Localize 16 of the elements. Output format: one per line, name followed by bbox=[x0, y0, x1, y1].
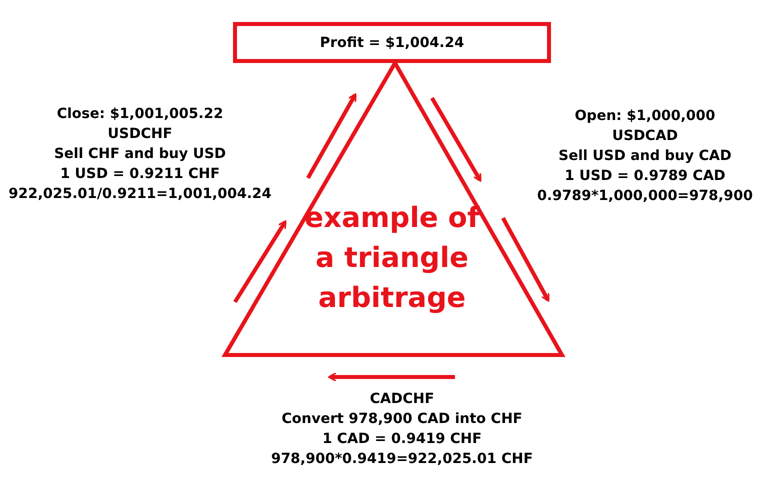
rate-note: 978,900*0.9419=922,025.01 CHF bbox=[271, 450, 533, 469]
rate-note: Sell USD and buy CAD bbox=[558, 147, 732, 166]
rate-note: 0.9789*1,000,000=978,900 bbox=[537, 187, 753, 206]
rate-note: USDCHF bbox=[108, 125, 172, 144]
rate-note: Open: $1,000,000 bbox=[574, 107, 716, 126]
rate-note: Sell CHF and buy USD bbox=[54, 145, 226, 164]
rate-note: 1 CAD = 0.9419 CHF bbox=[322, 430, 482, 449]
result-box: Profit = $1,004.24 bbox=[233, 22, 551, 63]
rate-note: CADCHF bbox=[370, 390, 434, 409]
rate-note: 1 USD = 0.9211 CHF bbox=[60, 165, 220, 184]
rate-note: USDCAD bbox=[612, 127, 678, 146]
rate-note: 1 USD = 0.9789 CAD bbox=[564, 167, 726, 186]
rate-note: Convert 978,900 CAD into CHF bbox=[282, 410, 522, 429]
rate-note: Close: $1,001,005.22 bbox=[56, 105, 224, 124]
rate-note: 922,025.01/0.9211=1,001,004.24 bbox=[8, 185, 272, 204]
triangle-title: example of a triangle arbitrage bbox=[304, 200, 481, 316]
